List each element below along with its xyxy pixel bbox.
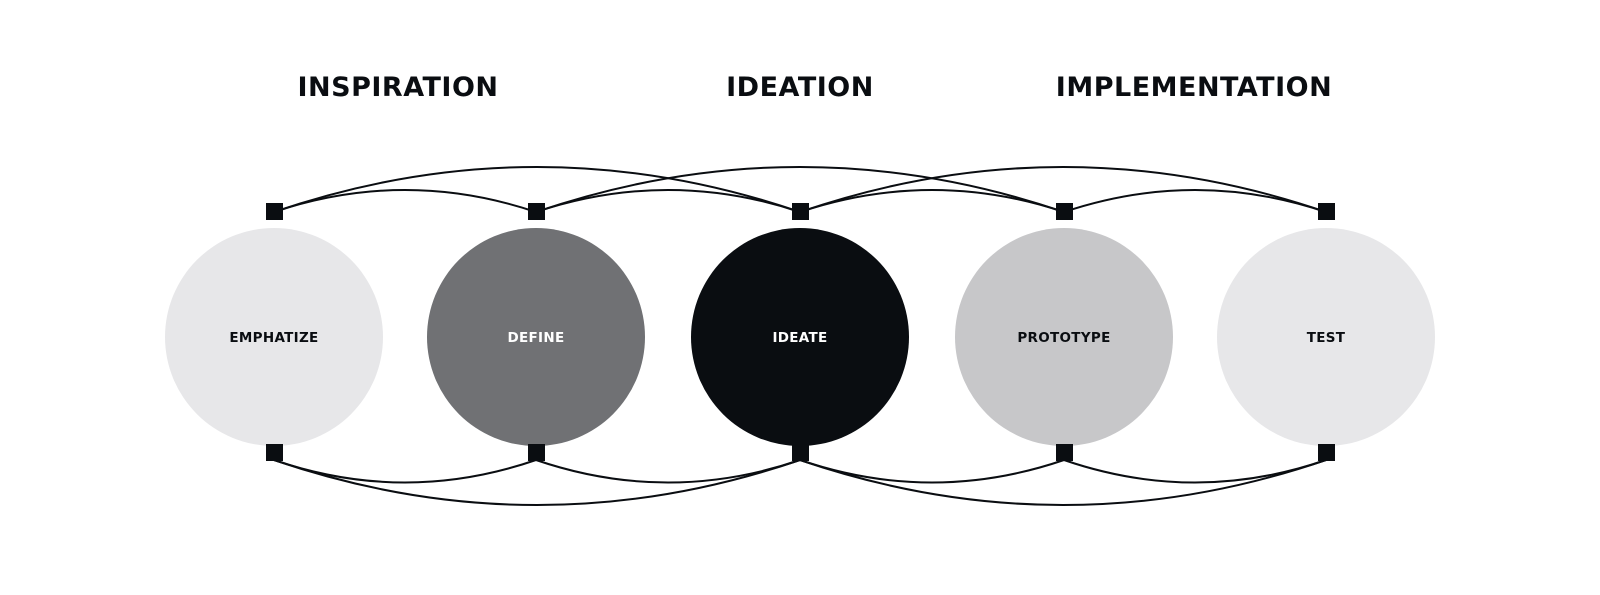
stage-test: TEST xyxy=(1217,228,1435,446)
bottom-arc-ideate-prototype xyxy=(799,459,1065,484)
bottom-nodes xyxy=(266,444,1335,461)
top-arc-emphatize-define xyxy=(273,189,537,213)
phase-title-ideation: IDEATION xyxy=(726,72,874,103)
stage-label-ideate: IDEATE xyxy=(772,330,827,346)
top-arc-define-ideate xyxy=(535,189,801,213)
top-arc-ideate-test xyxy=(799,166,1327,213)
stage-label-define: DEFINE xyxy=(508,330,565,346)
top-node-ideate xyxy=(792,203,809,220)
bottom-arc-emphatize-ideate xyxy=(273,459,801,506)
stage-circle-define xyxy=(427,228,645,446)
bottom-node-ideate xyxy=(792,444,809,461)
stage-label-test: TEST xyxy=(1307,330,1346,346)
stage-circle-prototype xyxy=(955,228,1173,446)
stage-prototype: PROTOTYPE xyxy=(955,228,1173,446)
bottom-node-emphatize xyxy=(266,444,283,461)
stage-circle-test xyxy=(1217,228,1435,446)
top-node-test xyxy=(1318,203,1335,220)
phase-title-inspiration: INSPIRATION xyxy=(297,72,498,103)
bottom-node-define xyxy=(528,444,545,461)
top-arc-emphatize-ideate xyxy=(273,166,801,213)
top-arc-define-prototype xyxy=(535,166,1065,213)
top-node-emphatize xyxy=(266,203,283,220)
top-connectors xyxy=(273,166,1327,213)
stage-ideate: IDEATE xyxy=(691,228,909,446)
top-arc-ideate-prototype xyxy=(799,189,1065,213)
bottom-arc-prototype-test xyxy=(1063,459,1327,484)
stage-define: DEFINE xyxy=(427,228,645,446)
stage-label-prototype: PROTOTYPE xyxy=(1017,330,1110,346)
top-nodes xyxy=(266,203,1335,220)
stage-circle-emphatize xyxy=(165,228,383,446)
bottom-arc-define-ideate xyxy=(535,459,801,484)
top-arc-prototype-test xyxy=(1063,189,1327,213)
top-node-prototype xyxy=(1056,203,1073,220)
bottom-arc-emphatize-define xyxy=(273,459,537,484)
phase-title-implementation: IMPLEMENTATION xyxy=(1056,72,1332,103)
stage-circle-ideate xyxy=(691,228,909,446)
stage-label-emphatize: EMPHATIZE xyxy=(229,330,318,346)
bottom-arc-ideate-test xyxy=(799,459,1327,506)
stage-emphatize: EMPHATIZE xyxy=(165,228,383,446)
bottom-node-test xyxy=(1318,444,1335,461)
bottom-connectors xyxy=(273,459,1327,506)
bottom-node-prototype xyxy=(1056,444,1073,461)
top-node-define xyxy=(528,203,545,220)
